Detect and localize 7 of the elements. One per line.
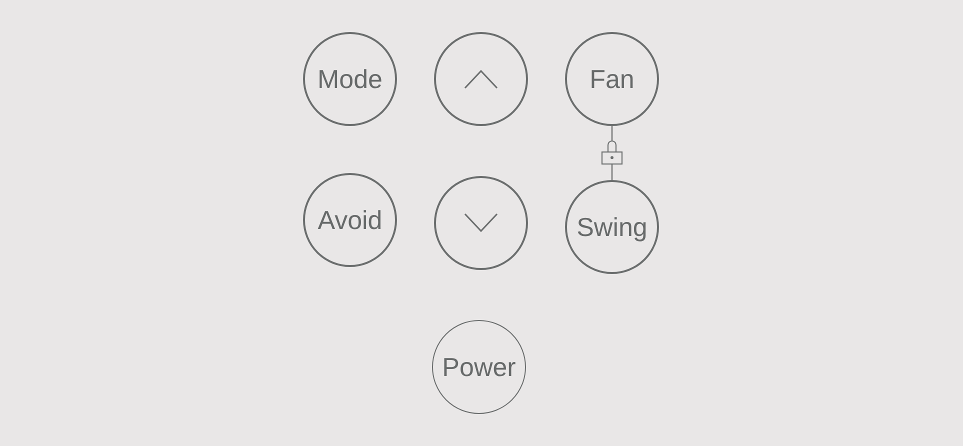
round-button: Power [432,320,526,414]
round-button [434,176,528,270]
round-button [434,32,528,126]
round-button: Mode [303,32,397,126]
round-button: Swing [565,180,659,274]
round-button: Avoid [303,173,397,267]
round-button: Fan [565,32,659,126]
